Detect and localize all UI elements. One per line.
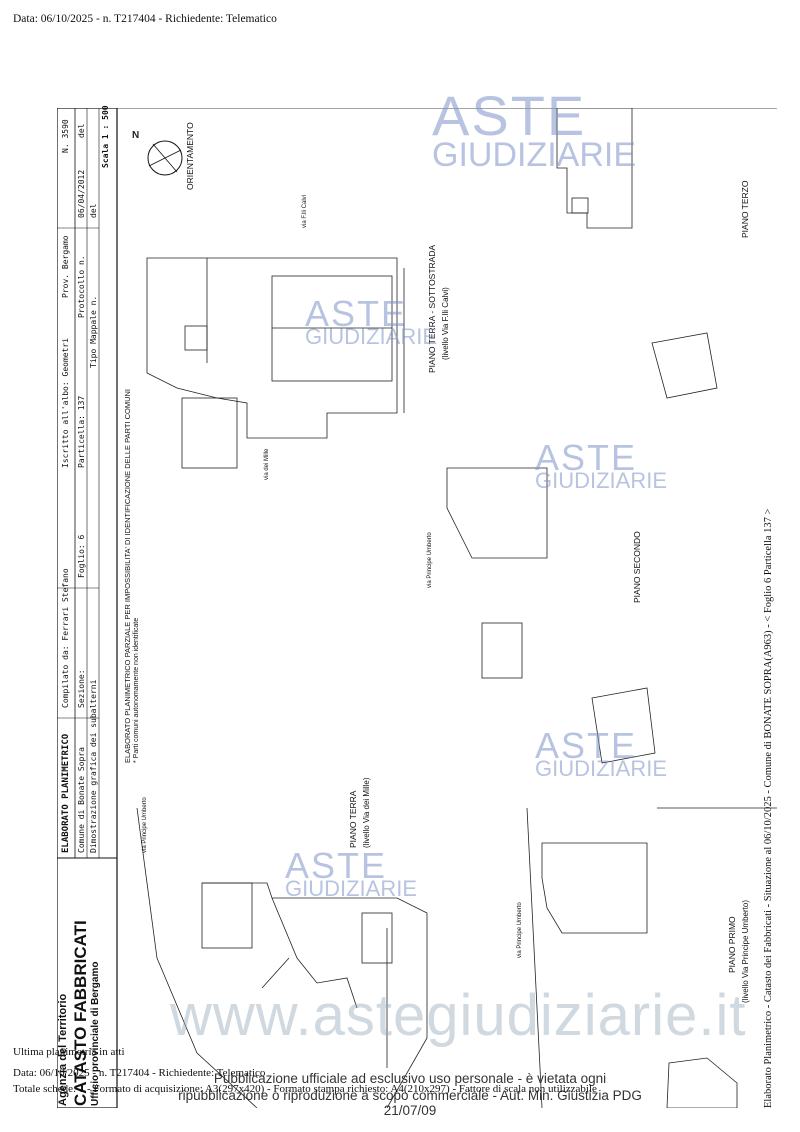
plan-piano-terzo [556, 108, 718, 399]
north-arrow-icon [147, 140, 183, 176]
plan-piano-terra-sottostrada [146, 257, 405, 469]
title-block-registered: Iscritto all'albo: Geometri [61, 337, 70, 468]
title-block-sezione: Sezione: [77, 669, 86, 708]
title-block-subtitle: Dimostrazione grafica dei subalterni [89, 679, 98, 853]
title-block-scale: Scala 1 : 500 [101, 105, 110, 168]
plan-piano-primo [526, 807, 777, 1108]
plan-piano-terra [136, 807, 428, 1108]
title-block-comune: Comune di Bonate Sopra [77, 747, 86, 853]
plan-piano-secondo [446, 467, 656, 764]
footer-last-plan: Ultima planimetria in atti [13, 1046, 125, 1058]
north-label: N [132, 130, 140, 141]
orientation-label: ORIENTAMENTO [185, 122, 195, 190]
publication-line-2: ripubblicazione o riproduzione a scopo c… [178, 1088, 642, 1118]
title-block-number: N. 3590 [61, 119, 70, 153]
title-block-del: del [77, 123, 86, 138]
footer-date-line: Data: 06/10/2025 - n. T217404 - Richiede… [13, 1067, 266, 1079]
planimetric-sheet: ELABORATO PLANIMETRICO Compilato da: Fer… [57, 105, 777, 1108]
title-block-particella: Particella: 137 [77, 395, 86, 468]
street-mille: via dei Mille [264, 448, 270, 480]
floor-secondo: PIANO SECONDO [632, 531, 642, 603]
street-calvi: via F.lli Calvi [302, 194, 308, 228]
watermark-site: www.astegiudiziarie.it [170, 983, 747, 1048]
title-block-province: Prov. Bergamo [61, 235, 70, 298]
floor-primo: PIANO PRIMO [727, 916, 737, 973]
title-block-protocol: Protocollo n. [77, 255, 86, 318]
floor-terra-sottostrada-level: (livello Via F.lli Calvi) [441, 287, 450, 360]
footer-totals: Totale schede: 1 - Formato di acquisizio… [13, 1083, 597, 1095]
title-block-tipo-mappale: Tipo Mappale n. [89, 295, 98, 368]
title-block-title: ELABORATO PLANIMETRICO [61, 733, 71, 853]
floor-terra: PIANO TERRA [348, 790, 358, 848]
floor-terzo: PIANO TERZO [740, 180, 750, 238]
street-principe-umberto-3: via Principe Umberto [517, 902, 523, 958]
partial-note: ELABORATO PLANIMETRICO PARZIALE PER IMPO… [123, 388, 132, 763]
street-principe-umberto: via Principe Umberto [427, 532, 433, 588]
common-parts-note: * Parti comuni autonomamente non identif… [133, 617, 140, 763]
publication-line-1: Pubblicazione ufficiale ad esclusivo uso… [213, 1071, 607, 1086]
floor-terra-level: (livello Via dei Mille) [362, 777, 371, 848]
header-line: Data: 06/10/2025 - n. T217404 - Richiede… [13, 13, 277, 25]
side-caption: Elaborato Planimetrico - Catasto dei Fab… [763, 508, 774, 1108]
street-principe-umberto-2: via Principe Umberto [142, 797, 148, 853]
title-block-foglio: Foglio: 6 [77, 534, 86, 578]
title-block-del-2: del [89, 203, 98, 218]
title-block-protocol-date: 06/04/2012 [77, 169, 86, 218]
title-block-compiled-by: Compilato da: Ferrari Stefano [61, 568, 70, 708]
drawing-frame [57, 108, 777, 1108]
